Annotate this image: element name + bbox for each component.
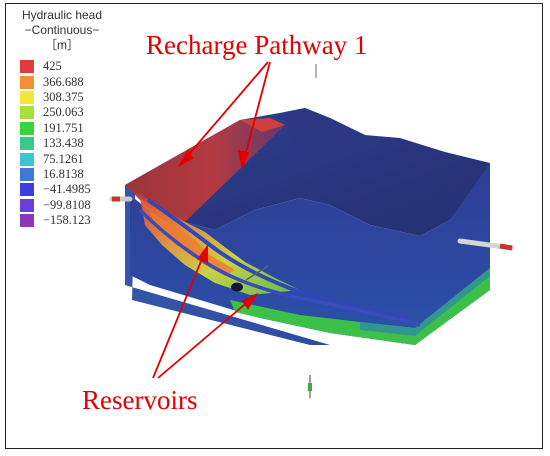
legend-value: 425 (43, 59, 62, 74)
well-marker-bottom-tip (308, 383, 312, 391)
legend-swatch (20, 121, 34, 135)
legend-row: 16.8138 (10, 167, 140, 182)
front-face (130, 163, 490, 345)
well-marker-right-tip (499, 243, 513, 251)
legend-swatch (20, 167, 34, 181)
base-stratum-teal (360, 268, 490, 336)
legend-row: −99.8108 (10, 198, 140, 213)
legend-swatch (20, 75, 34, 89)
figure-border (5, 3, 543, 449)
legend-title: Hydraulic head (21, 8, 103, 22)
reservoir-layer-1 (146, 198, 411, 320)
legend-row: −41.4985 (10, 182, 140, 197)
legend-swatch (20, 198, 34, 212)
legend-row: 250.063 (10, 105, 140, 120)
reservoir-layer-2 (138, 208, 421, 327)
legend-value: 308.375 (43, 89, 84, 104)
well-bore (245, 265, 269, 281)
legend-swatch (20, 152, 34, 166)
legend-row: 308.375 (10, 90, 140, 105)
recharge-zone (125, 118, 285, 222)
reservoir-arrows (152, 244, 259, 379)
legend-value: 133.438 (43, 136, 84, 151)
legend-row: −158.123 (10, 213, 140, 228)
legend-value: 75.1261 (43, 151, 84, 166)
legend-value: 191.751 (43, 120, 84, 135)
legend-row: 366.688 (10, 74, 140, 89)
legend-row: 425 (10, 59, 140, 74)
legend-value: 16.8138 (43, 166, 84, 181)
legend-value: −41.4985 (43, 182, 91, 197)
legend-row: 191.751 (10, 121, 140, 136)
well-cavity (231, 282, 243, 292)
legend-value: −99.8108 (43, 197, 91, 212)
legend-swatch (20, 137, 34, 151)
legend-unit: ［m］ (45, 38, 79, 52)
recharge-crest (240, 118, 285, 132)
legend-swatch (20, 90, 34, 104)
reservoirs-label: Reservoirs (82, 385, 198, 415)
legend-swatch (20, 183, 34, 197)
legend-row: 133.438 (10, 136, 140, 151)
legend-row: 75.1261 (10, 151, 140, 166)
hill-ridge (285, 108, 365, 160)
legend-swatch (20, 106, 34, 120)
legend-swatch (20, 60, 34, 74)
legend-value: −158.123 (43, 213, 91, 228)
recharge-arrows (177, 61, 271, 171)
plume-core (150, 212, 235, 276)
recharge-pathway-label: Recharge Pathway 1 (146, 30, 368, 60)
legend-value: 366.688 (43, 74, 84, 89)
legend-value: 250.063 (43, 105, 84, 120)
legend-swatch (20, 214, 34, 228)
legend-subtitle: −Continuous− (24, 23, 100, 37)
